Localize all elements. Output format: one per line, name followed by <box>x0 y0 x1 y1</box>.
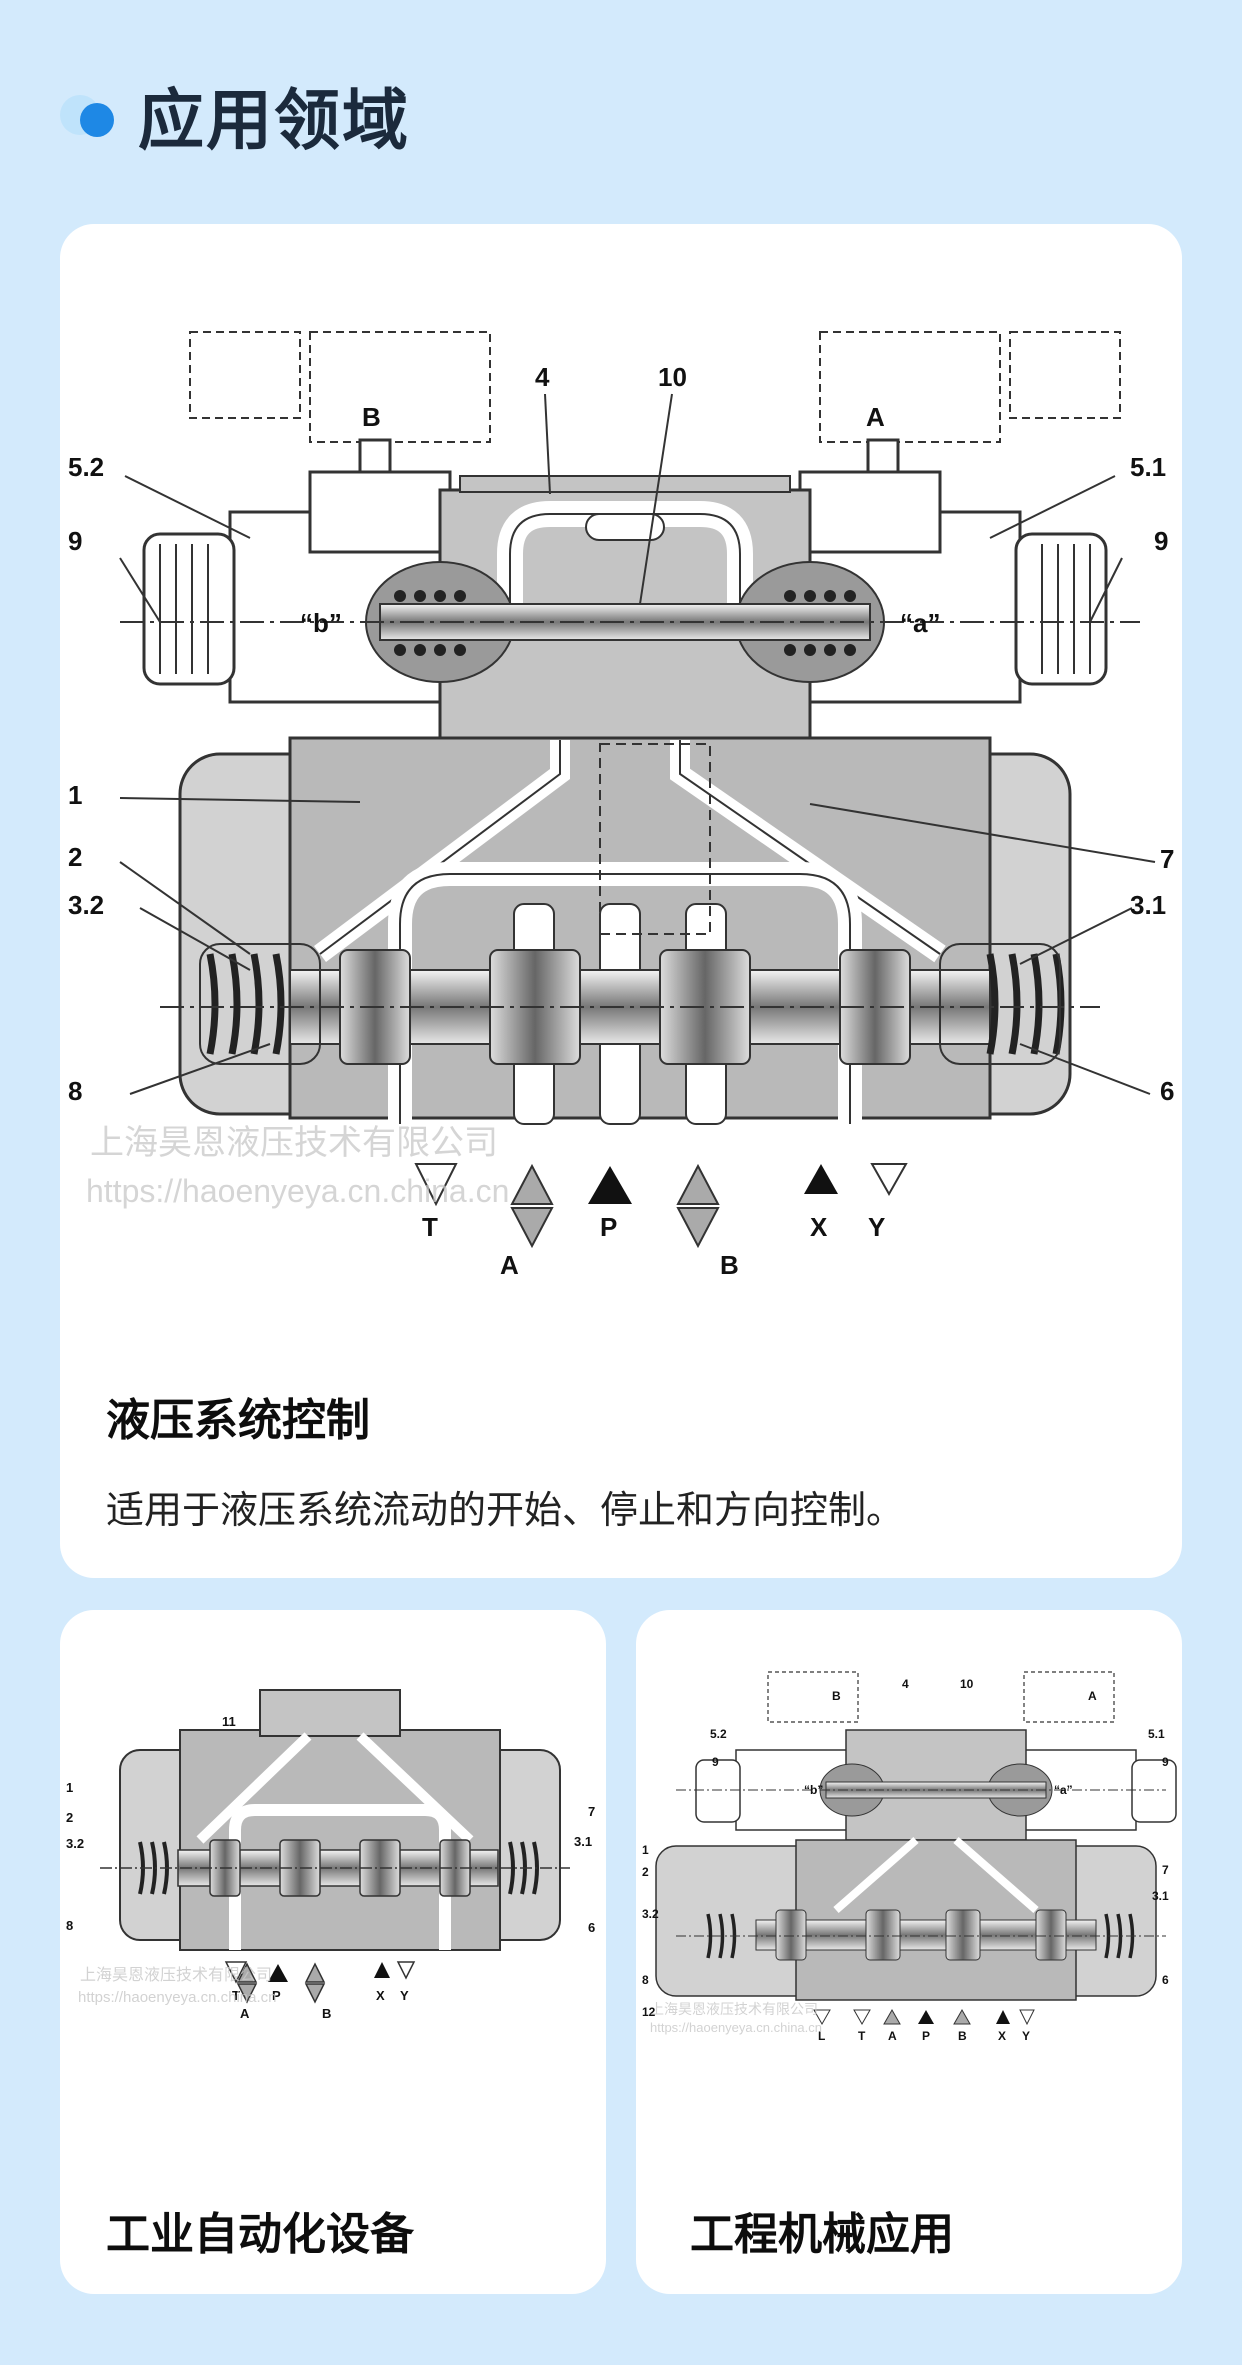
port-P: P <box>922 2029 930 2043</box>
label-solenoid-b: B <box>832 1689 841 1703</box>
label-2: 2 <box>66 1810 73 1825</box>
label-5-2: 5.2 <box>710 1727 727 1741</box>
label-6: 6 <box>1162 1973 1169 1987</box>
card-description-hydraulic-control: 适用于液压系统流动的开始、停止和方向控制。 <box>106 1488 905 1532</box>
label-7: 7 <box>588 1804 595 1819</box>
label-9-left: 9 <box>712 1755 719 1769</box>
label-3-1: 3.1 <box>1152 1889 1169 1903</box>
label-5-1: 5.1 <box>1148 1727 1165 1741</box>
application-card-hydraulic-control[interactable]: 4 10 5.2 5.1 9 9 B A “b” “a” 1 2 3.2 7 3… <box>60 224 1182 1578</box>
label-8: 8 <box>642 1973 649 1987</box>
port-P: P <box>272 1988 281 2003</box>
port-L: L <box>818 2029 825 2043</box>
port-B: B <box>958 2029 967 2043</box>
card-title-hydraulic-control: 液压系统控制 <box>106 1395 370 1446</box>
watermark-url: https://haoenyeya.cn.china.cn <box>650 2020 822 2035</box>
label-3-2: 3.2 <box>642 1907 659 1921</box>
watermark-url: https://haoenyeya.cn.china.cn <box>78 1989 276 2006</box>
label-3-2: 3.2 <box>66 1836 84 1851</box>
port-Y: Y <box>400 1988 409 2003</box>
label-11: 11 <box>222 1714 236 1729</box>
section-header: 应用领域 <box>60 70 410 160</box>
valve-diagram-industrial: 11 1 2 3.2 8 7 3.1 6 T A P B X Y 上海昊恩液压技… <box>66 1689 595 2021</box>
label-solenoid-a: A <box>1088 1689 1097 1703</box>
port-Y: Y <box>1022 2029 1030 2043</box>
application-card-engineering-machinery[interactable]: 4 10 5.2 5.1 9 9 B A “b” “a” 1 2 3.2 7 3… <box>636 1610 1182 2294</box>
valve-diagram-main <box>119 331 1156 1249</box>
label-9-right: 9 <box>1162 1755 1169 1769</box>
label-12: 12 <box>642 2005 656 2019</box>
label-7: 7 <box>1162 1863 1169 1877</box>
label-4: 4 <box>902 1677 909 1691</box>
valve-diagram-engineering: 4 10 5.2 5.1 9 9 B A “b” “a” 1 2 3.2 7 3… <box>642 1671 1177 2043</box>
port-T: T <box>232 1988 240 2003</box>
port-A: A <box>888 2029 897 2043</box>
label-b-quoted: “b” <box>804 1783 823 1797</box>
port-T: T <box>858 2029 866 2043</box>
label-10: 10 <box>960 1677 974 1691</box>
label-2: 2 <box>642 1865 649 1879</box>
label-1: 1 <box>66 1780 73 1795</box>
card-title-industrial-automation: 工业自动化设备 <box>106 2209 414 2260</box>
label-1: 1 <box>642 1843 649 1857</box>
label-6: 6 <box>588 1920 595 1935</box>
watermark-company: 上海昊恩液压技术有限公司 <box>650 2001 818 2017</box>
watermark-company: 上海昊恩液压技术有限公司 <box>80 1966 272 1984</box>
label-a-quoted: “a” <box>1054 1783 1073 1797</box>
label-3-1: 3.1 <box>574 1834 592 1849</box>
section-bullet-icon <box>60 89 122 141</box>
card-title-engineering-machinery: 工程机械应用 <box>690 2209 954 2260</box>
application-card-industrial-automation[interactable]: 11 1 2 3.2 8 7 3.1 6 T A P B X Y 上海昊恩液压技… <box>60 1610 606 2294</box>
label-8: 8 <box>66 1918 73 1933</box>
port-B: B <box>322 2006 331 2021</box>
port-X: X <box>998 2029 1006 2043</box>
port-A: A <box>240 2006 250 2021</box>
port-X: X <box>376 1988 385 2003</box>
page-title: 应用领域 <box>138 82 410 159</box>
